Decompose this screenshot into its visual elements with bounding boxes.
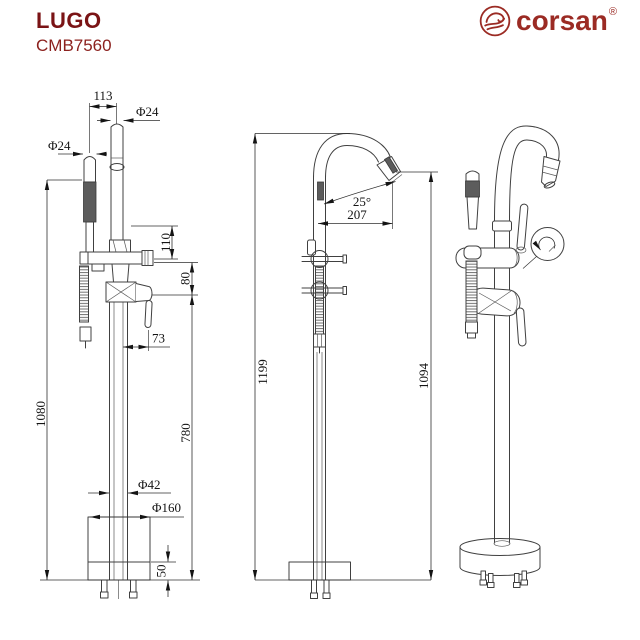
product-model: CMB7560 bbox=[36, 36, 112, 55]
coiled-hose bbox=[465, 260, 478, 323]
dim-label-1094: 1094 bbox=[416, 363, 431, 390]
dim-label-113: 113 bbox=[93, 88, 112, 103]
lever-handle bbox=[144, 300, 153, 328]
product-header: LUGO CMB7560 bbox=[36, 8, 112, 56]
dim-label-1080: 1080 bbox=[33, 401, 48, 427]
front-view-drawing bbox=[79, 123, 154, 599]
brand-logo: corsan ® bbox=[478, 4, 617, 38]
dim-label-110: 110 bbox=[158, 233, 173, 252]
shower-hose-side bbox=[315, 265, 324, 335]
dim-label-80: 80 bbox=[178, 272, 193, 285]
perspective-view-drawing bbox=[455, 125, 565, 588]
brand-name: corsan bbox=[516, 5, 608, 36]
side-view-dimensions: 1199 1094 25° 207 bbox=[252, 133, 438, 581]
dim-label-base-height: 50 bbox=[154, 565, 169, 578]
brand-wave-icon bbox=[479, 5, 511, 37]
dim-label-spout-angle: 25° bbox=[353, 194, 371, 209]
dim-label-shower-diameter: Φ24 bbox=[48, 138, 71, 153]
dim-label-780: 780 bbox=[178, 423, 193, 443]
side-view-drawing bbox=[288, 133, 403, 599]
dim-label-1199: 1199 bbox=[255, 359, 270, 385]
dim-label-base-diameter: Φ160 bbox=[152, 500, 181, 515]
hand-shower-grip bbox=[83, 181, 97, 223]
upper-lever bbox=[516, 203, 529, 251]
rotation-arrow-icon bbox=[532, 236, 556, 251]
dim-label-pipe-diameter: Φ42 bbox=[138, 477, 161, 492]
floor-base bbox=[87, 516, 151, 581]
product-name: LUGO bbox=[36, 8, 102, 33]
swivel-callout bbox=[522, 227, 565, 269]
dim-label-73: 73 bbox=[152, 331, 165, 346]
lower-lever bbox=[515, 307, 527, 347]
front-view-dimensions: 113 Φ24 Φ24 110 80 73 1080 780 Φ42 bbox=[33, 88, 200, 597]
dim-label-spout-reach: 207 bbox=[347, 207, 367, 222]
dim-label-spout-diameter: Φ24 bbox=[136, 104, 159, 119]
hand-shower-head bbox=[83, 156, 96, 183]
shower-hose bbox=[79, 265, 89, 323]
registered-mark: ® bbox=[608, 6, 617, 18]
